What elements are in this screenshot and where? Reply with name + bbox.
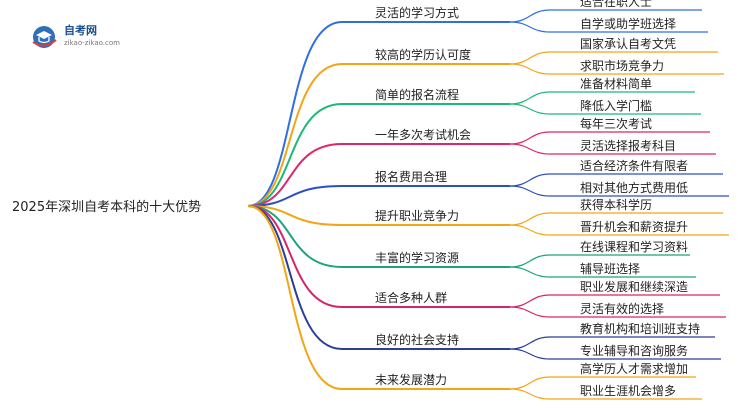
child-connector	[509, 376, 551, 390]
child-connector	[509, 91, 551, 105]
branch-label[interactable]: 报名费用合理	[375, 169, 447, 184]
child-connector	[509, 103, 551, 115]
leaf-label[interactable]: 适合经济条件有限者	[580, 158, 688, 173]
leaf-label[interactable]: 国家承认自考文凭	[580, 36, 676, 51]
leaf-label[interactable]: 高学历人才需求增加	[580, 361, 688, 376]
graduation-cap-icon	[32, 26, 57, 48]
root-label: 2025年深圳自考本科的十大优势	[12, 199, 201, 215]
leaf-label[interactable]: 灵活选择报考科目	[580, 138, 676, 153]
child-connector	[509, 266, 551, 278]
child-connector	[509, 143, 551, 155]
child-connector	[509, 21, 551, 33]
leaf-label[interactable]: 每年三次考试	[580, 116, 652, 131]
branch-connector	[247, 205, 343, 308]
branch-label[interactable]: 较高的学历认可度	[375, 47, 471, 62]
leaf-label[interactable]: 职业生涯机会增多	[580, 384, 676, 398]
child-connector	[509, 63, 551, 75]
branch-label[interactable]: 适合多种人群	[375, 290, 447, 305]
leaf-label[interactable]: 专业辅导和咨询服务	[580, 343, 688, 358]
branch-connector	[247, 103, 343, 207]
leaf-label[interactable]: 辅导班选择	[580, 262, 640, 276]
branch-label[interactable]: 良好的社会支持	[375, 332, 459, 347]
logo-title: 自考网	[64, 23, 97, 37]
leaf-label[interactable]: 准备材料简单	[580, 77, 652, 91]
leaf-label[interactable]: 自学或助学班选择	[580, 16, 676, 31]
child-connector	[509, 348, 551, 360]
branch-connector	[247, 143, 343, 207]
branch-connector	[247, 205, 343, 268]
leaf-label[interactable]: 职业发展和继续深造	[580, 279, 688, 294]
branch-label[interactable]: 灵活的学习方式	[375, 5, 459, 20]
child-connector	[509, 294, 551, 308]
site-logo[interactable]: 自考网 zikao-zikao.com	[32, 23, 120, 48]
child-connector	[509, 336, 551, 350]
leaf-label[interactable]: 在线课程和学习资料	[580, 239, 688, 254]
branch-label[interactable]: 简单的报名流程	[375, 87, 459, 102]
branch-label[interactable]: 未来发展潜力	[375, 372, 447, 387]
child-connector	[509, 131, 551, 145]
branch-label[interactable]: 丰富的学习资源	[375, 250, 459, 265]
leaf-label[interactable]: 教育机构和培训班支持	[580, 321, 700, 336]
child-connector	[509, 388, 551, 400]
leaf-label[interactable]: 晋升机会和薪资提升	[580, 219, 688, 234]
child-connector	[509, 173, 551, 187]
child-connector	[509, 224, 551, 236]
branch-connector	[247, 21, 343, 207]
branch-label[interactable]: 一年多次考试机会	[375, 127, 471, 142]
child-connector	[509, 306, 551, 318]
leaf-label[interactable]: 灵活有效的选择	[580, 301, 664, 316]
branch-connector	[247, 185, 343, 207]
logo-subtitle: zikao-zikao.com	[64, 39, 120, 47]
child-connector	[509, 185, 551, 197]
leaf-label[interactable]: 适合在职人士	[580, 0, 652, 9]
branch-label[interactable]: 提升职业竞争力	[375, 208, 459, 223]
child-connector	[509, 254, 551, 268]
branch-connector	[247, 205, 343, 226]
child-connector	[509, 51, 551, 65]
leaf-label[interactable]: 相对其他方式费用低	[580, 180, 688, 195]
child-connector	[509, 212, 551, 226]
child-connector	[509, 9, 551, 23]
leaf-label[interactable]: 求职市场竞争力	[580, 58, 664, 73]
branch-connector	[247, 205, 343, 350]
leaf-label[interactable]: 获得本科学历	[580, 197, 652, 212]
branch-connector	[247, 205, 343, 390]
branch-connector	[247, 63, 343, 207]
leaf-label[interactable]: 降低入学门槛	[580, 98, 652, 113]
